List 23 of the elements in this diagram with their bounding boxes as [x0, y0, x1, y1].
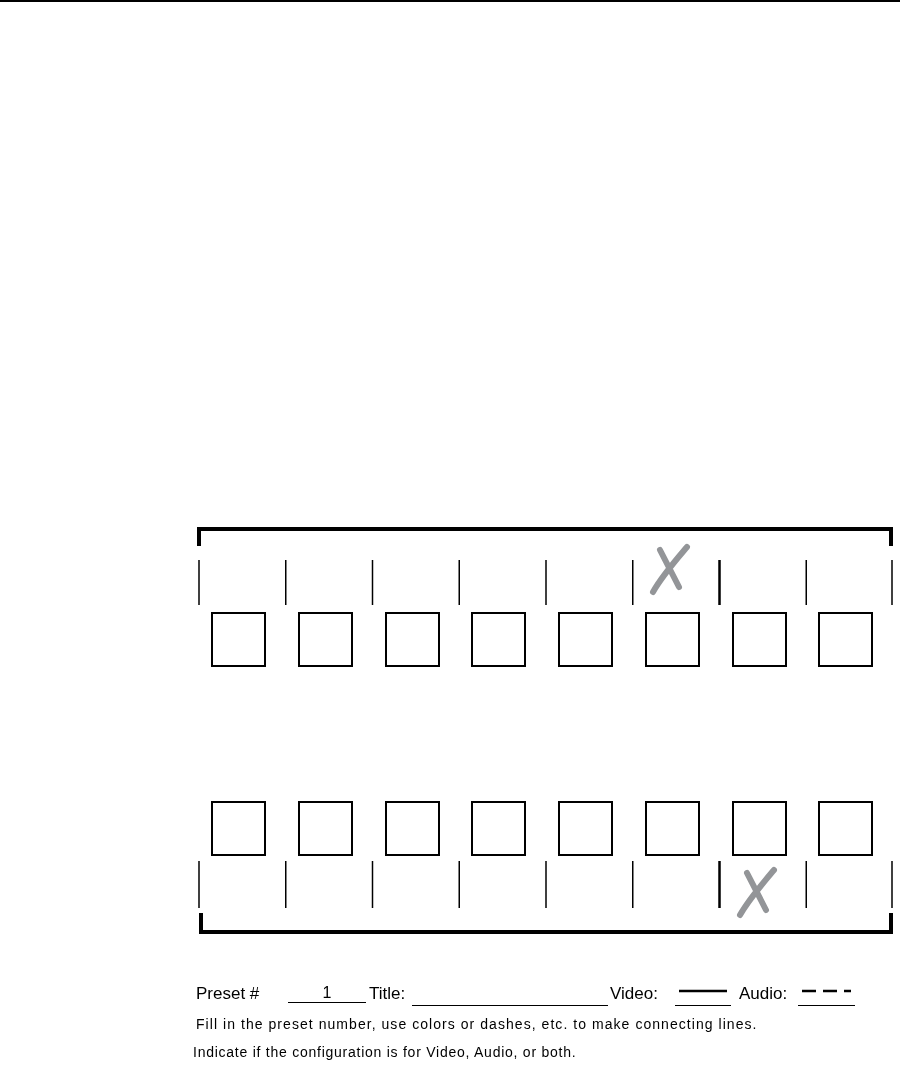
fill-in-line: 1: [288, 981, 366, 1003]
empty-box: [818, 801, 874, 856]
empty-box: [384, 612, 440, 667]
empty-box: [558, 612, 613, 667]
legend-label: Audio:: [739, 984, 788, 1004]
empty-box: [384, 801, 440, 856]
empty-box: [818, 612, 874, 667]
empty-box: [644, 612, 700, 667]
legend-label: Video:: [610, 984, 658, 1004]
field-label: Title:: [369, 984, 406, 1004]
field-label: Preset #: [196, 984, 260, 1004]
empty-box: [297, 801, 353, 856]
empty-box: [644, 801, 700, 856]
empty-box: [471, 612, 527, 667]
empty-box: [211, 801, 266, 856]
empty-box: [558, 801, 613, 856]
empty-box: [211, 612, 266, 667]
empty-box: [731, 801, 787, 856]
empty-box: [297, 612, 353, 667]
instruction-text: Indicate if the configuration is for Video, Audio, or both.: [193, 1044, 577, 1060]
empty-box: [731, 612, 787, 667]
empty-box: [471, 801, 527, 856]
instruction-text: Fill in the preset number, use colors or dashes, etc. to make connecting lines.: [196, 1016, 758, 1032]
